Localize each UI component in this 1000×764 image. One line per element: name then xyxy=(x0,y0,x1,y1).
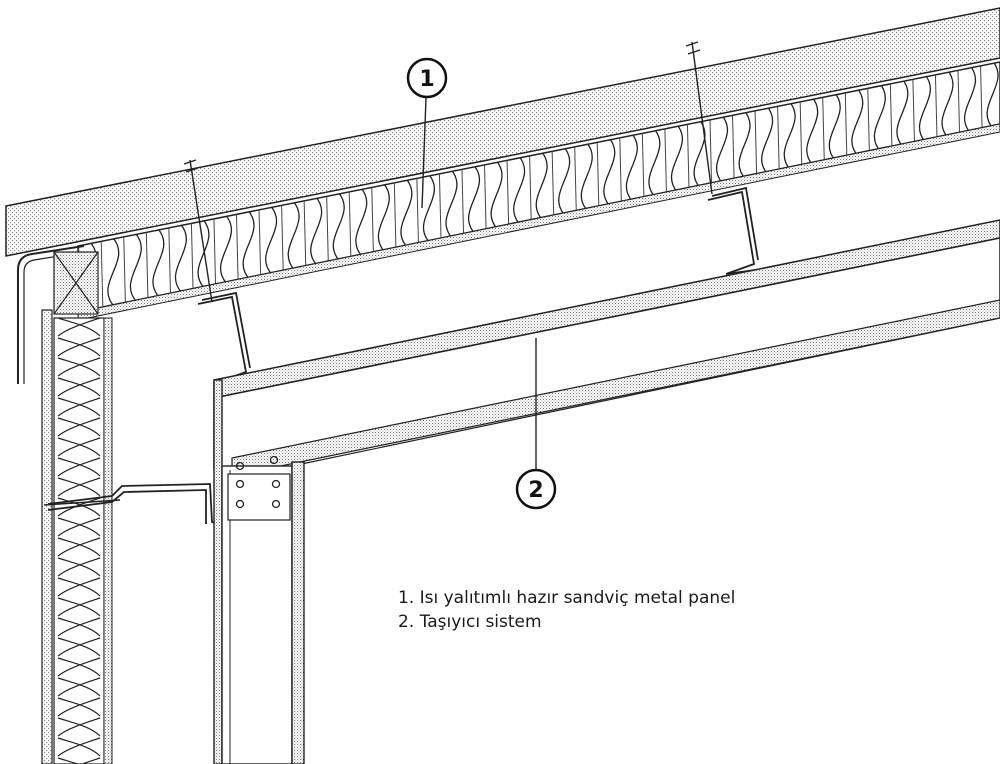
legend-item-2: 2. Taşıyıcı sistem xyxy=(398,612,542,632)
callout-2: 2 xyxy=(515,338,557,510)
callout-1: 1 xyxy=(406,57,448,209)
wall-insulation-coils xyxy=(57,318,101,764)
roof-fasteners xyxy=(43,41,713,506)
steel-column xyxy=(213,379,305,764)
steel-beam xyxy=(213,219,1000,477)
legend: 1. Isı yalıtımlı hazır sandviç metal pan… xyxy=(398,586,735,634)
wall-sandwich-panel xyxy=(41,309,113,764)
bolt-holes xyxy=(235,455,281,509)
callout-1-number: 1 xyxy=(419,67,434,92)
callout-2-number: 2 xyxy=(528,478,543,503)
roof-sandwich-panel xyxy=(5,7,1000,384)
legend-item-1: 1. Isı yalıtımlı hazır sandviç metal pan… xyxy=(398,588,736,608)
